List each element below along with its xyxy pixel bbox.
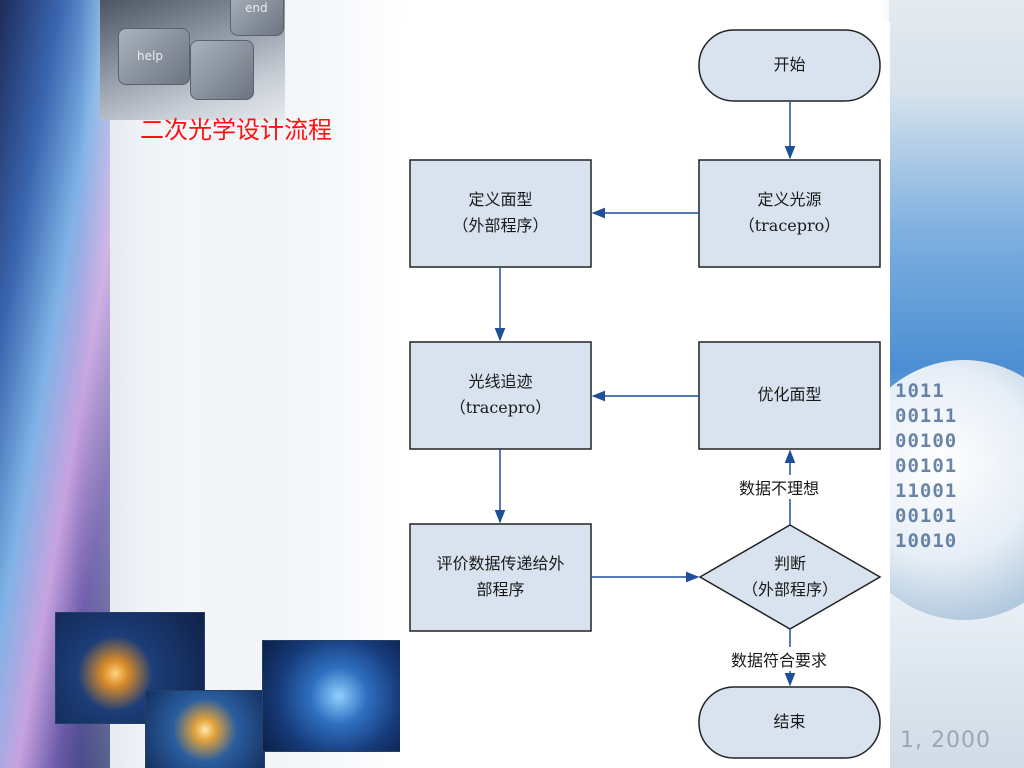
optimize-node: [698, 341, 881, 450]
define-surface-node: [409, 159, 592, 268]
edge-label-not-ideal: 数据不理想: [737, 475, 822, 499]
decorative-photo: [145, 690, 265, 768]
trace-label: 光线追迹 （tracepro）: [410, 369, 591, 421]
key-label-end: end: [245, 1, 268, 15]
judge-label: 判断 （外部程序）: [700, 551, 880, 603]
background-year-text: 1, 2000: [900, 728, 991, 753]
trace-subtitle: （tracepro）: [449, 398, 552, 417]
evaluate-line-1: 评价数据传递给外: [436, 554, 565, 573]
evaluate-line-2: 部程序: [476, 580, 525, 599]
define-source-label: 定义光源 （tracepro）: [699, 187, 880, 239]
binary-decoration: 00101: [895, 455, 958, 477]
trace-node: [409, 341, 592, 450]
flowchart-diagram: [409, 29, 882, 759]
slide-title: 二次光学设计流程: [140, 116, 332, 144]
evaluate-node: [409, 523, 592, 632]
edge-label-meets-requirements: 数据符合要求: [729, 647, 830, 671]
define-surface-label: 定义面型 （外部程序）: [410, 187, 591, 239]
evaluate-label: 评价数据传递给外 部程序: [410, 551, 591, 603]
define-source-node: [698, 159, 881, 268]
binary-decoration: 11001: [895, 480, 958, 502]
define-surface-subtitle: （外部程序）: [452, 216, 549, 235]
flowchart-panel: 开始 定义光源 （tracepro） 定义面型 （外部程序） 光线追迹 （tra…: [400, 22, 890, 768]
binary-decoration: 00100: [895, 430, 958, 452]
start-label: 开始: [773, 55, 806, 74]
judge-subtitle: （外部程序）: [741, 580, 838, 599]
define-source-title: 定义光源: [757, 190, 822, 209]
end-node: [698, 686, 881, 759]
define-surface-title: 定义面型: [468, 190, 533, 209]
binary-decoration: 00111: [895, 405, 958, 427]
binary-decoration: 00101: [895, 505, 958, 527]
end-label: 结束: [773, 712, 806, 731]
binary-decoration: 10010: [895, 530, 958, 552]
define-source-subtitle: （tracepro）: [738, 216, 841, 235]
keyboard-key: end: [230, 0, 284, 36]
trace-title: 光线追迹: [468, 372, 533, 391]
optimize-label: 优化面型: [757, 385, 822, 404]
keyboard-key: [190, 40, 254, 100]
decorative-photo: [262, 640, 402, 752]
judge-title: 判断: [773, 554, 806, 573]
key-label-help: help: [137, 49, 163, 63]
binary-decoration: 1011: [895, 380, 945, 402]
keyboard-key: help: [118, 28, 190, 85]
